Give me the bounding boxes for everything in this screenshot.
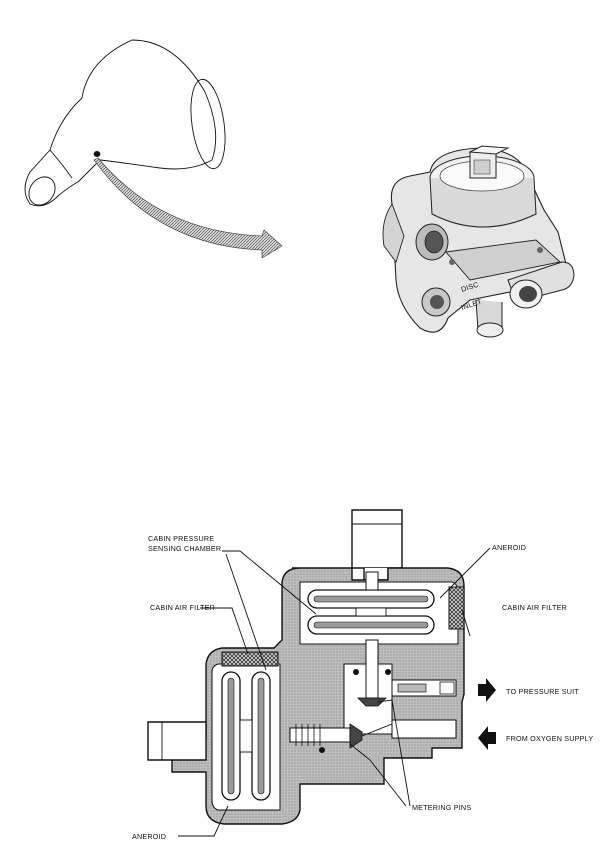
regulator-cross-section (147, 509, 496, 837)
label-aneroid-top: ANEROID (492, 543, 526, 552)
label-cabin-air-filter-left: CABIN AIR FILTER (150, 603, 215, 612)
from-oxygen-arrow (478, 726, 496, 750)
callout-arrow (93, 157, 283, 259)
label-from-oxygen-supply: FROM OXYGEN SUPPLY (506, 734, 593, 743)
cabin-air-filter-right (448, 586, 465, 630)
label-metering-pins: METERING PINS (412, 803, 471, 812)
label-cabin-pressure-line2: SENSING CHAMBER (148, 544, 221, 553)
aneroid-bottom-bellows (221, 671, 271, 801)
regulator-valve-photo: DISC INLET (382, 145, 575, 338)
label-cabin-air-filter-right: CABIN AIR FILTER (502, 603, 567, 612)
label-aneroid-bottom: ANEROID (132, 832, 166, 841)
to-suit-arrow (478, 678, 496, 702)
label-to-pressure-suit: TO PRESSURE SUIT (506, 687, 579, 696)
cabin-air-filter-left (221, 651, 279, 667)
aneroid-top-bellows (307, 571, 435, 635)
label-cabin-pressure-line1: CABIN PRESSURE (148, 534, 214, 543)
helmet-outline-illustration (24, 39, 283, 259)
